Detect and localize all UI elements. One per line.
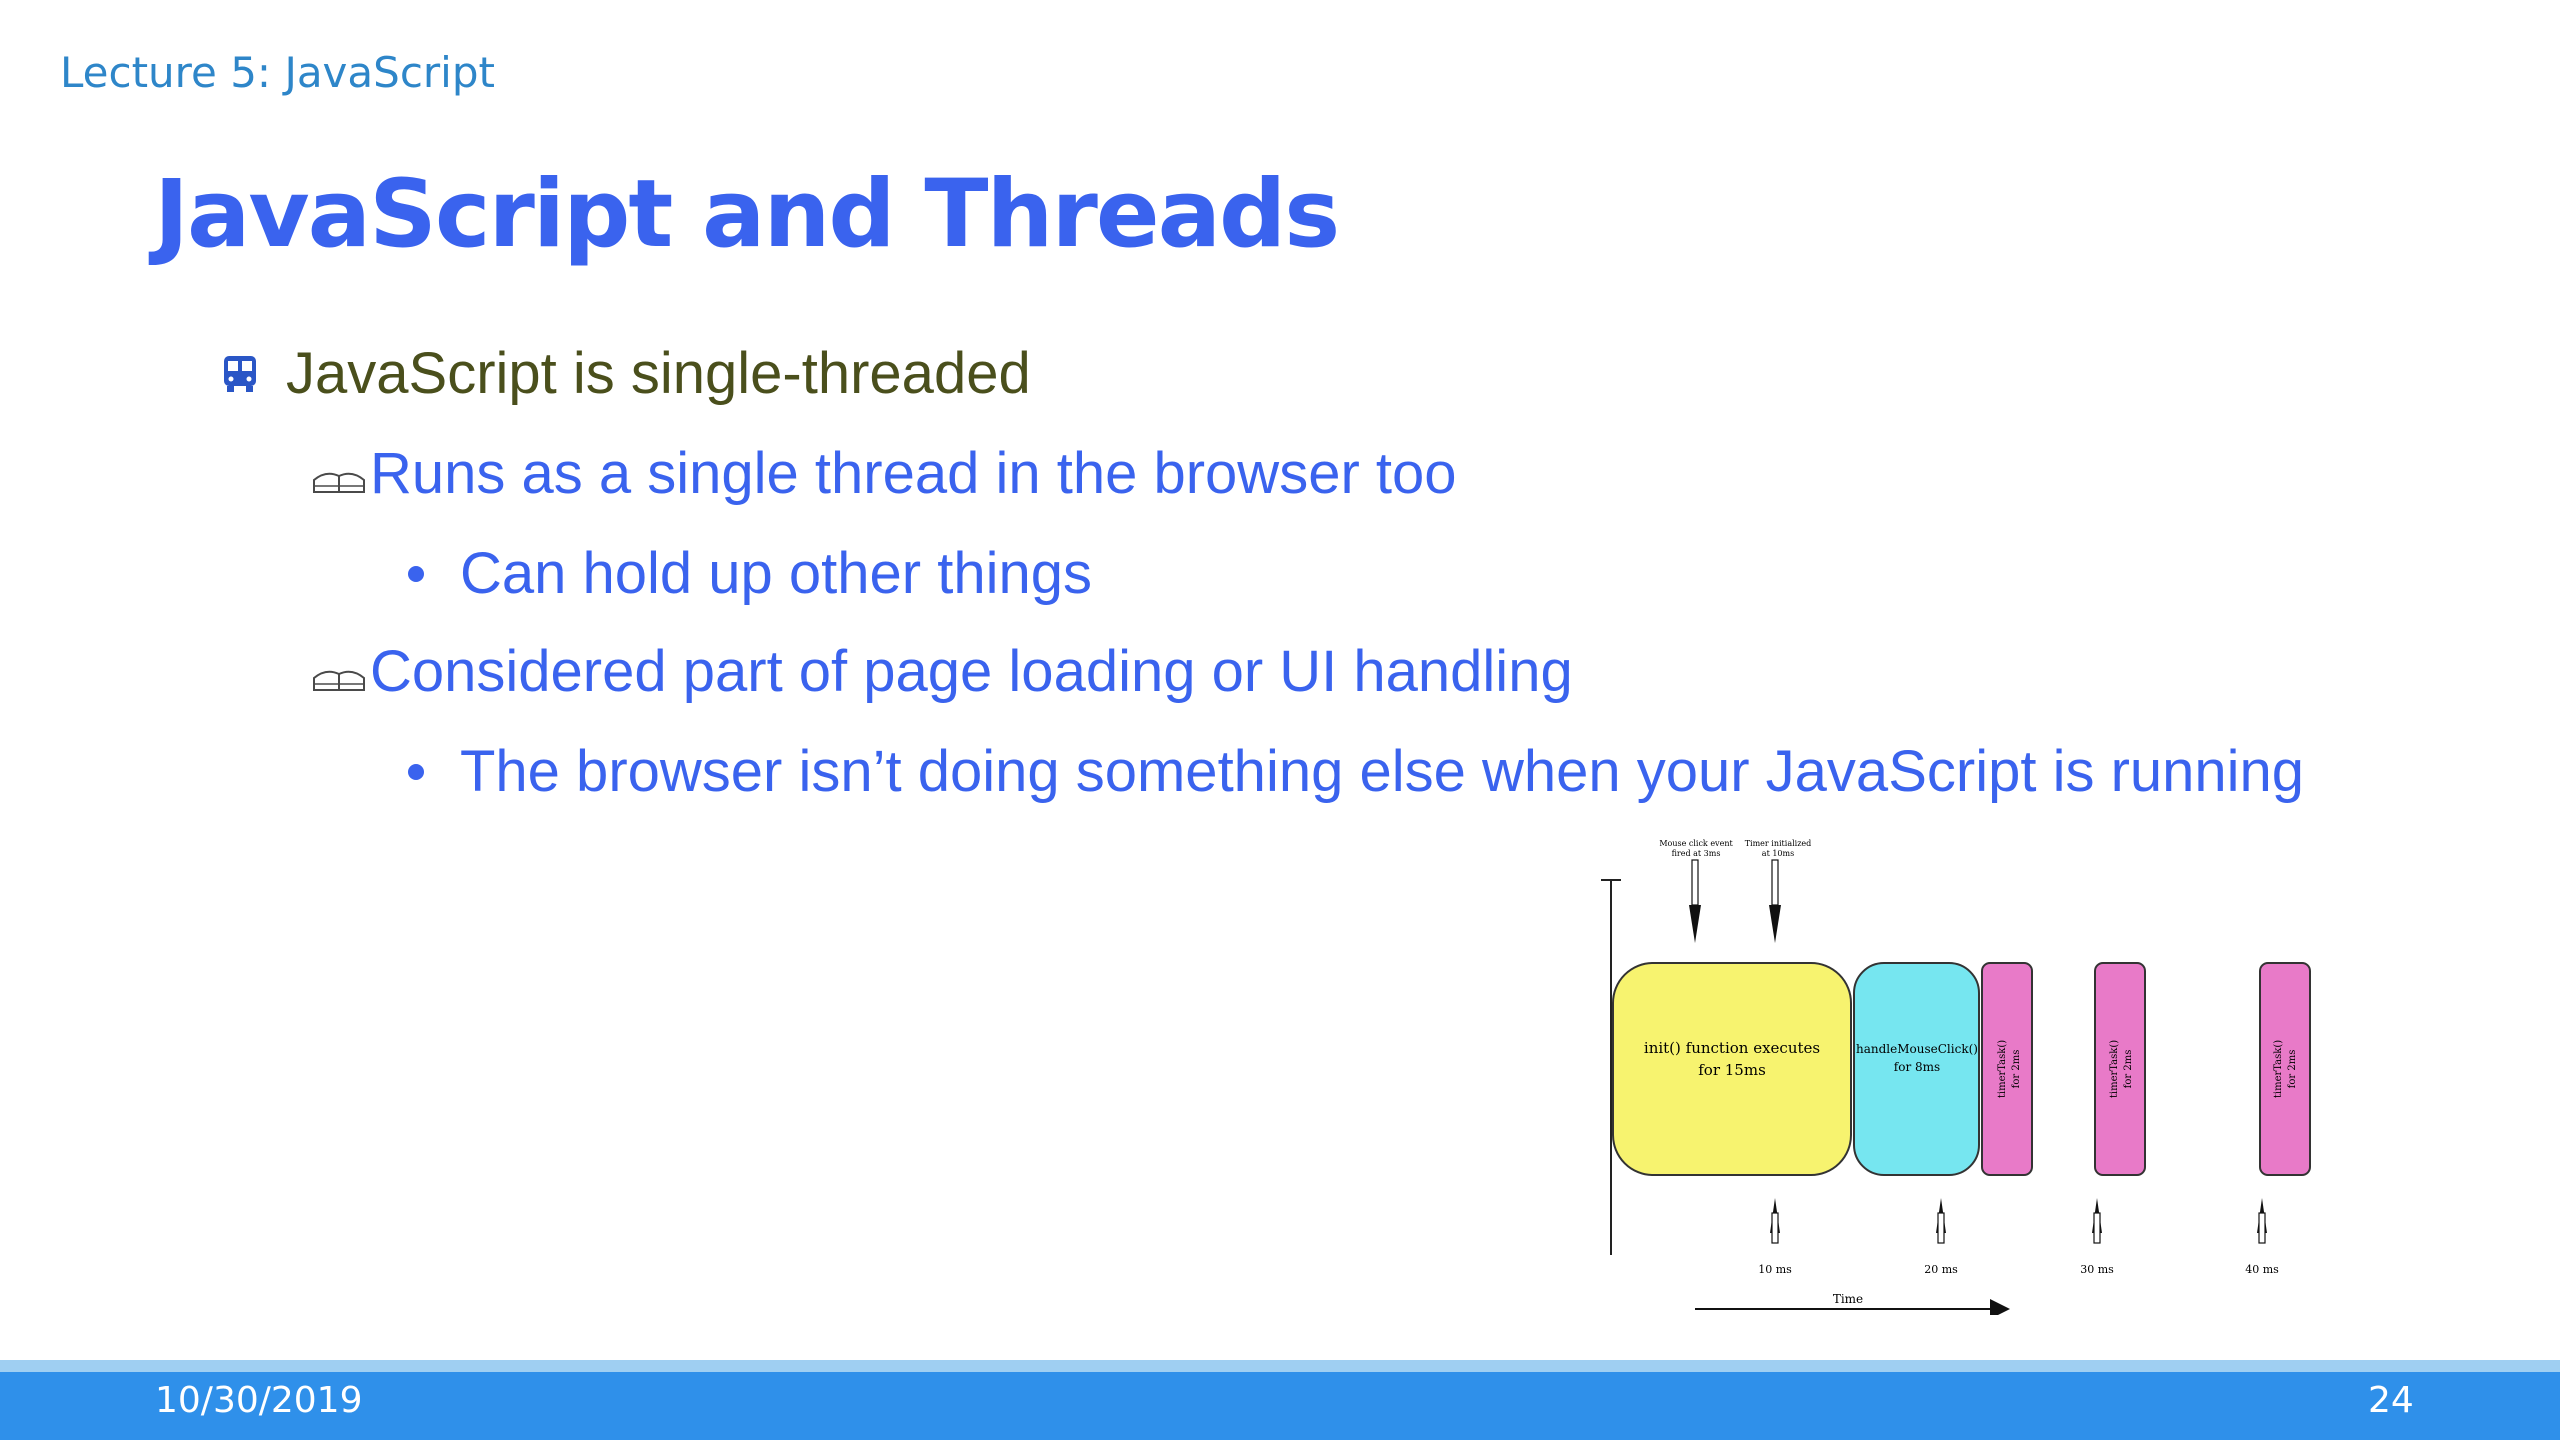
tick-30ms: 30 ms [2080, 1263, 2114, 1276]
bullet-text: Runs as a single thread in the browser t… [370, 441, 1457, 506]
timer-block-3-line1: timerTask() [2273, 1040, 2284, 1098]
slide-title: JavaScript and Threads [154, 160, 1340, 269]
tick-10ms: 10 ms [1758, 1263, 1792, 1276]
top-note-1-line1: Mouse click event [1659, 839, 1733, 848]
open-book-icon [313, 472, 365, 493]
footer-bar [0, 1372, 2560, 1440]
timer-block-3-line2: for 2ms [2287, 1050, 2298, 1089]
timer-block-2 [2094, 962, 2146, 1176]
timer-block-3 [2259, 962, 2311, 1176]
init-block [1612, 962, 1852, 1176]
tick-20ms: 20 ms [1924, 1263, 1958, 1276]
time-axis-label: Time [1833, 1292, 1863, 1306]
bullet-level3: The browser isn’t doing something else w… [408, 738, 2304, 805]
click-block-line2: for 8ms [1894, 1060, 1940, 1074]
top-note-1-line2: fired at 3ms [1672, 849, 1721, 858]
bullet-dot-icon [408, 565, 424, 582]
timer-block-1-line1: timerTask() [1997, 1040, 2008, 1098]
bullet-text: JavaScript is single-threaded [286, 341, 1031, 406]
bullet-text: Considered part of page loading or UI ha… [370, 639, 1573, 704]
bullet-level3: Can hold up other things [408, 540, 1092, 607]
timer-block-1 [1981, 962, 2033, 1176]
click-block-line1: handleMouseClick() [1856, 1042, 1978, 1056]
timer-block-2-line2: for 2ms [2123, 1050, 2134, 1089]
bullet-level2: Runs as a single thread in the browser t… [312, 440, 1457, 507]
init-block-line2: for 15ms [1698, 1061, 1766, 1079]
bullet-level2: Considered part of page loading or UI ha… [312, 638, 1573, 705]
bullet-text: The browser isn’t doing something else w… [460, 739, 2305, 804]
down-arrow-2 [1771, 859, 1779, 906]
bullet-text: Can hold up other things [460, 541, 1092, 606]
tick-40ms: 40 ms [2245, 1263, 2279, 1276]
lecture-header: Lecture 5: JavaScript [60, 48, 495, 97]
init-block-line1: init() function executes [1644, 1039, 1820, 1057]
thread-timeline-diagram: Mouse click event fired at 3ms Timer ini… [1601, 839, 2311, 1315]
timer-block-1-line2: for 2ms [2011, 1050, 2022, 1089]
timer-block-2-line1: timerTask() [2109, 1040, 2120, 1098]
top-note-2-line2: at 10ms [1762, 849, 1794, 858]
bus-icon [224, 355, 256, 392]
click-handler-block [1853, 962, 1980, 1176]
footer-accent-line [0, 1360, 2560, 1372]
bullet-dot-icon [408, 763, 424, 780]
down-arrow-1 [1691, 859, 1699, 906]
footer-date: 10/30/2019 [155, 1380, 363, 1421]
footer-page-number: 24 [2368, 1380, 2414, 1421]
top-note-2-line1: Timer initialized [1745, 839, 1812, 848]
bullet-level1: JavaScript is single-threaded [222, 340, 1031, 407]
open-book-icon [313, 670, 365, 691]
